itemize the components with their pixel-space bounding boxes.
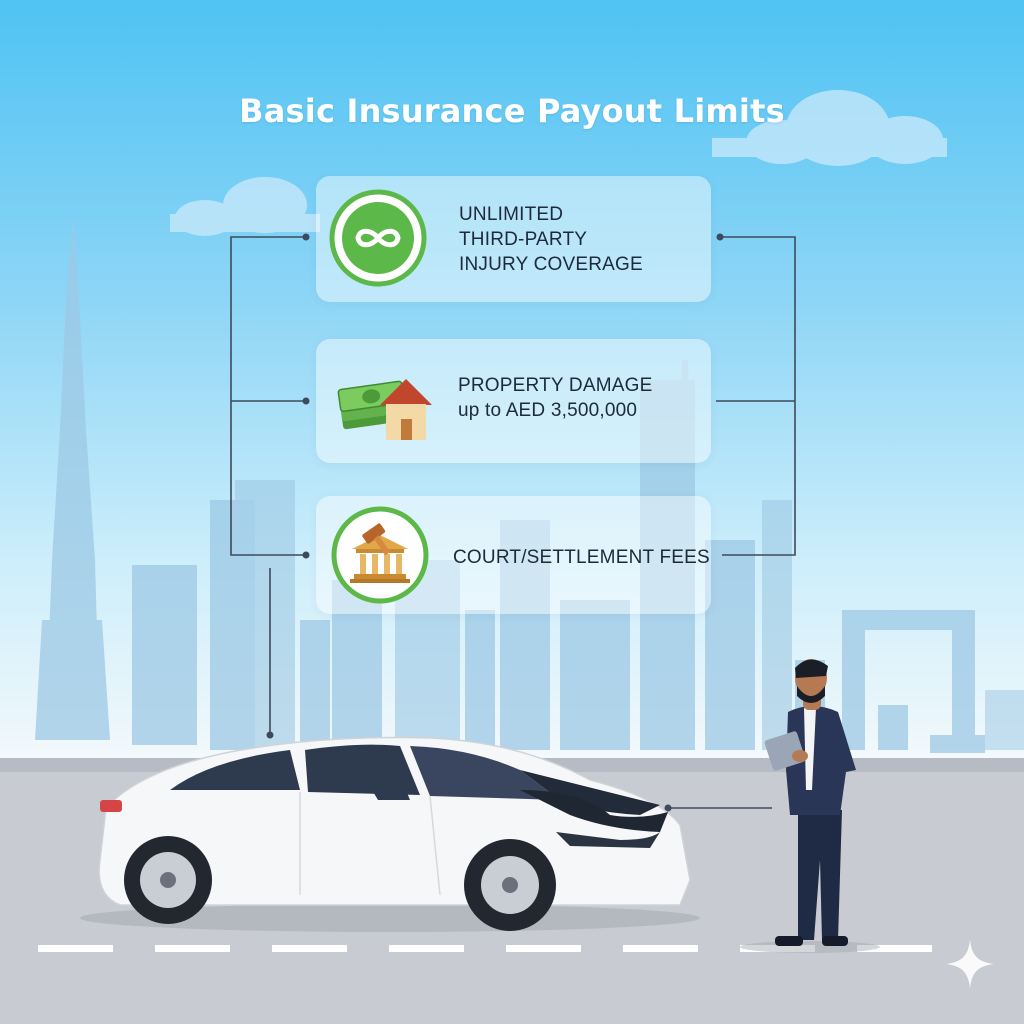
cloud-left — [170, 177, 320, 236]
coverage-text-injury: UNLIMITED THIRD-PARTY INJURY COVERAGE — [459, 202, 643, 277]
connector-dots — [266, 233, 724, 812]
money-house-icon — [337, 379, 432, 440]
card-line: THIRD-PARTY — [459, 229, 588, 250]
card-line: INJURY COVERAGE — [459, 254, 643, 275]
card-line: UNLIMITED — [459, 204, 564, 225]
person-with-tablet — [740, 659, 880, 953]
coverage-text-court: COURT/SETTLEMENT FEES — [453, 545, 710, 570]
courthouse-gavel-icon — [331, 506, 429, 604]
lane-markings — [38, 945, 932, 952]
coverage-card-injury: UNLIMITED THIRD-PARTY INJURY COVERAGE — [316, 176, 711, 302]
coverage-card-property: PROPERTY DAMAGE up to AED 3,500,000 — [316, 339, 711, 463]
card-line: PROPERTY DAMAGE — [458, 375, 653, 396]
infinity-icon — [329, 189, 427, 287]
cloud-right — [712, 90, 947, 166]
coverage-text-property: PROPERTY DAMAGE up to AED 3,500,000 — [458, 373, 652, 423]
page-title: Basic Insurance Payout Limits — [239, 92, 785, 130]
city-skyline — [35, 215, 1024, 753]
connector-lines — [230, 236, 796, 809]
card-line: COURT/SETTLEMENT FEES — [453, 547, 710, 568]
coverage-card-court: COURT/SETTLEMENT FEES — [316, 496, 711, 614]
damaged-white-car — [80, 736, 700, 932]
sparkle-icon — [946, 940, 994, 988]
card-line: up to AED 3,500,000 — [458, 400, 638, 421]
